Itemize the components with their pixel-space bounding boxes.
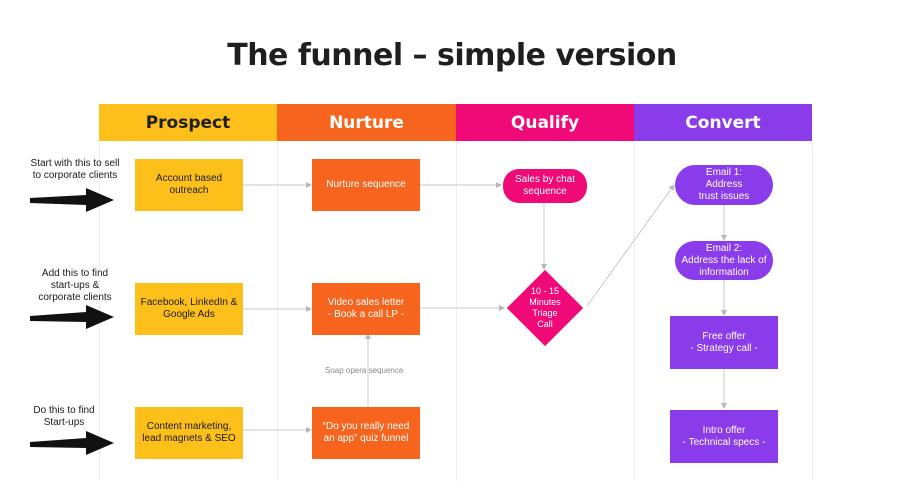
convert-intro-offer: Intro offer - Technical specs - xyxy=(670,410,778,463)
note-corporate: Start with this to sell to corporate cli… xyxy=(30,158,120,181)
arrow-right-icon xyxy=(30,431,114,455)
qualify-sales-by-chat: Sales by chat sequence xyxy=(503,169,587,203)
stage-convert: Convert xyxy=(634,104,812,141)
convert-free-offer: Free offer - Strategy call - xyxy=(670,316,778,369)
soap-opera-label: Soap opera sequence xyxy=(325,366,404,375)
note-startups-corporate: Add this to find start-ups & corporate c… xyxy=(38,268,112,303)
qualify-triage-call: 10 - 15 Minutes Triage Call xyxy=(506,269,584,347)
lane-divider xyxy=(634,141,635,481)
stage-nurture: Nurture xyxy=(277,104,456,141)
lane-divider xyxy=(456,141,457,481)
convert-email-1: Email 1: Address trust issues xyxy=(675,165,773,205)
nurture-sequence: Nurture sequence xyxy=(312,159,420,211)
triage-call-label: 10 - 15 Minutes Triage Call xyxy=(529,286,561,329)
stage-prospect: Prospect xyxy=(99,104,277,141)
arrow-triage-to-email1 xyxy=(586,184,675,307)
nurture-quiz-funnel: “Do you really need an app” quiz funnel xyxy=(312,407,420,459)
prospect-content-marketing: Content marketing, lead magnets & SEO xyxy=(135,407,243,459)
diagram-title: The funnel – simple version xyxy=(227,38,677,73)
nurture-video-sales-letter: Video sales letter - Book a call LP - xyxy=(312,283,420,335)
lane-divider xyxy=(277,141,278,481)
prospect-paid-ads: Facebook, LinkedIn & Google Ads xyxy=(135,283,243,335)
arrow-right-icon xyxy=(30,188,114,212)
convert-email-2: Email 2: Address the lack of information xyxy=(675,241,773,280)
prospect-account-based-outreach: Account based outreach xyxy=(135,159,243,211)
lane-divider xyxy=(812,141,813,481)
note-startups: Do this to find Start-ups xyxy=(33,405,95,428)
arrow-right-icon xyxy=(30,305,114,329)
stage-qualify: Qualify xyxy=(456,104,634,141)
